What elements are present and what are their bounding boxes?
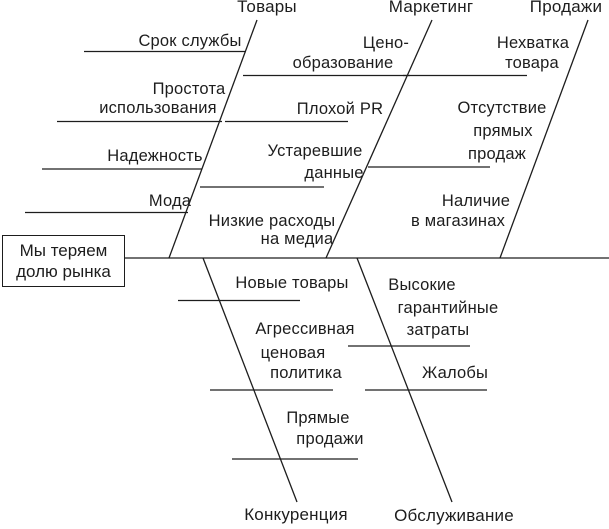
problem-box: Мы теряем долю рынка [2,235,125,287]
cause-service-0-line-1: гарантийные [397,299,499,317]
cause-service-0-line-0: Высокие [388,276,456,294]
cause-marketing-3-line-1: на медиа [260,230,334,248]
problem-text-line-2: долю рынка [16,262,111,281]
cause-service-1-line-0: Жалобы [421,364,489,382]
bone-competition [202,257,298,503]
cause-competition-0-line-0: Новые товары [235,274,349,292]
problem-text-line-1: Мы теряем [19,241,108,260]
category-label-competition: Конкуренция [244,505,348,524]
cause-products-1-line-1: использования [99,99,217,117]
category-label-products: Товары [237,0,297,16]
cause-marketing-0-line-0: Цено- [362,34,410,52]
cause-sales-2-line-0: Наличие [441,192,511,210]
cause-competition-1-line-2: политика [270,364,342,382]
category-label-service: Обслуживание [394,506,514,525]
cause-marketing-0-line-1: образование [292,54,394,72]
category-label-sales: Продажи [529,0,603,16]
cause-products-3-line-0: Мода [148,192,192,210]
bone-sales [499,19,589,259]
cause-competition-2-line-0: Прямые [286,409,350,427]
bone-service [356,257,453,503]
cause-sales-2-line-1: в магазинах [410,212,506,230]
cause-products-2-line-0: Надежность [107,147,203,165]
cause-products-0-line-0: Срок службы [138,32,242,50]
cause-sales-1-line-2: продаж [468,145,526,163]
cause-competition-1-line-1: ценовая [260,344,326,362]
cause-competition-1-line-0: Агрессивная [255,320,355,338]
bone-marketing [325,19,433,259]
cause-marketing-1-line-0: Плохой PR [296,100,384,118]
cause-service-0-line-2: затраты [406,321,470,339]
cause-sales-0-line-1: товара [505,54,559,72]
bone-products [168,19,258,259]
cause-products-1-line-0: Простота [152,80,226,98]
cause-competition-2-line-1: продажи [296,430,364,448]
cause-marketing-2-line-1: данные [304,164,364,182]
cause-sales-1-line-0: Отсутствие [457,99,547,117]
cause-sales-1-line-1: прямых [473,122,533,140]
cause-sales-0-line-0: Нехватка [496,34,570,52]
cause-marketing-3-line-0: Низкие расходы [208,212,336,230]
cause-marketing-2-line-0: Устаревшие [267,142,363,160]
category-label-marketing: Маркетинг [388,0,474,16]
